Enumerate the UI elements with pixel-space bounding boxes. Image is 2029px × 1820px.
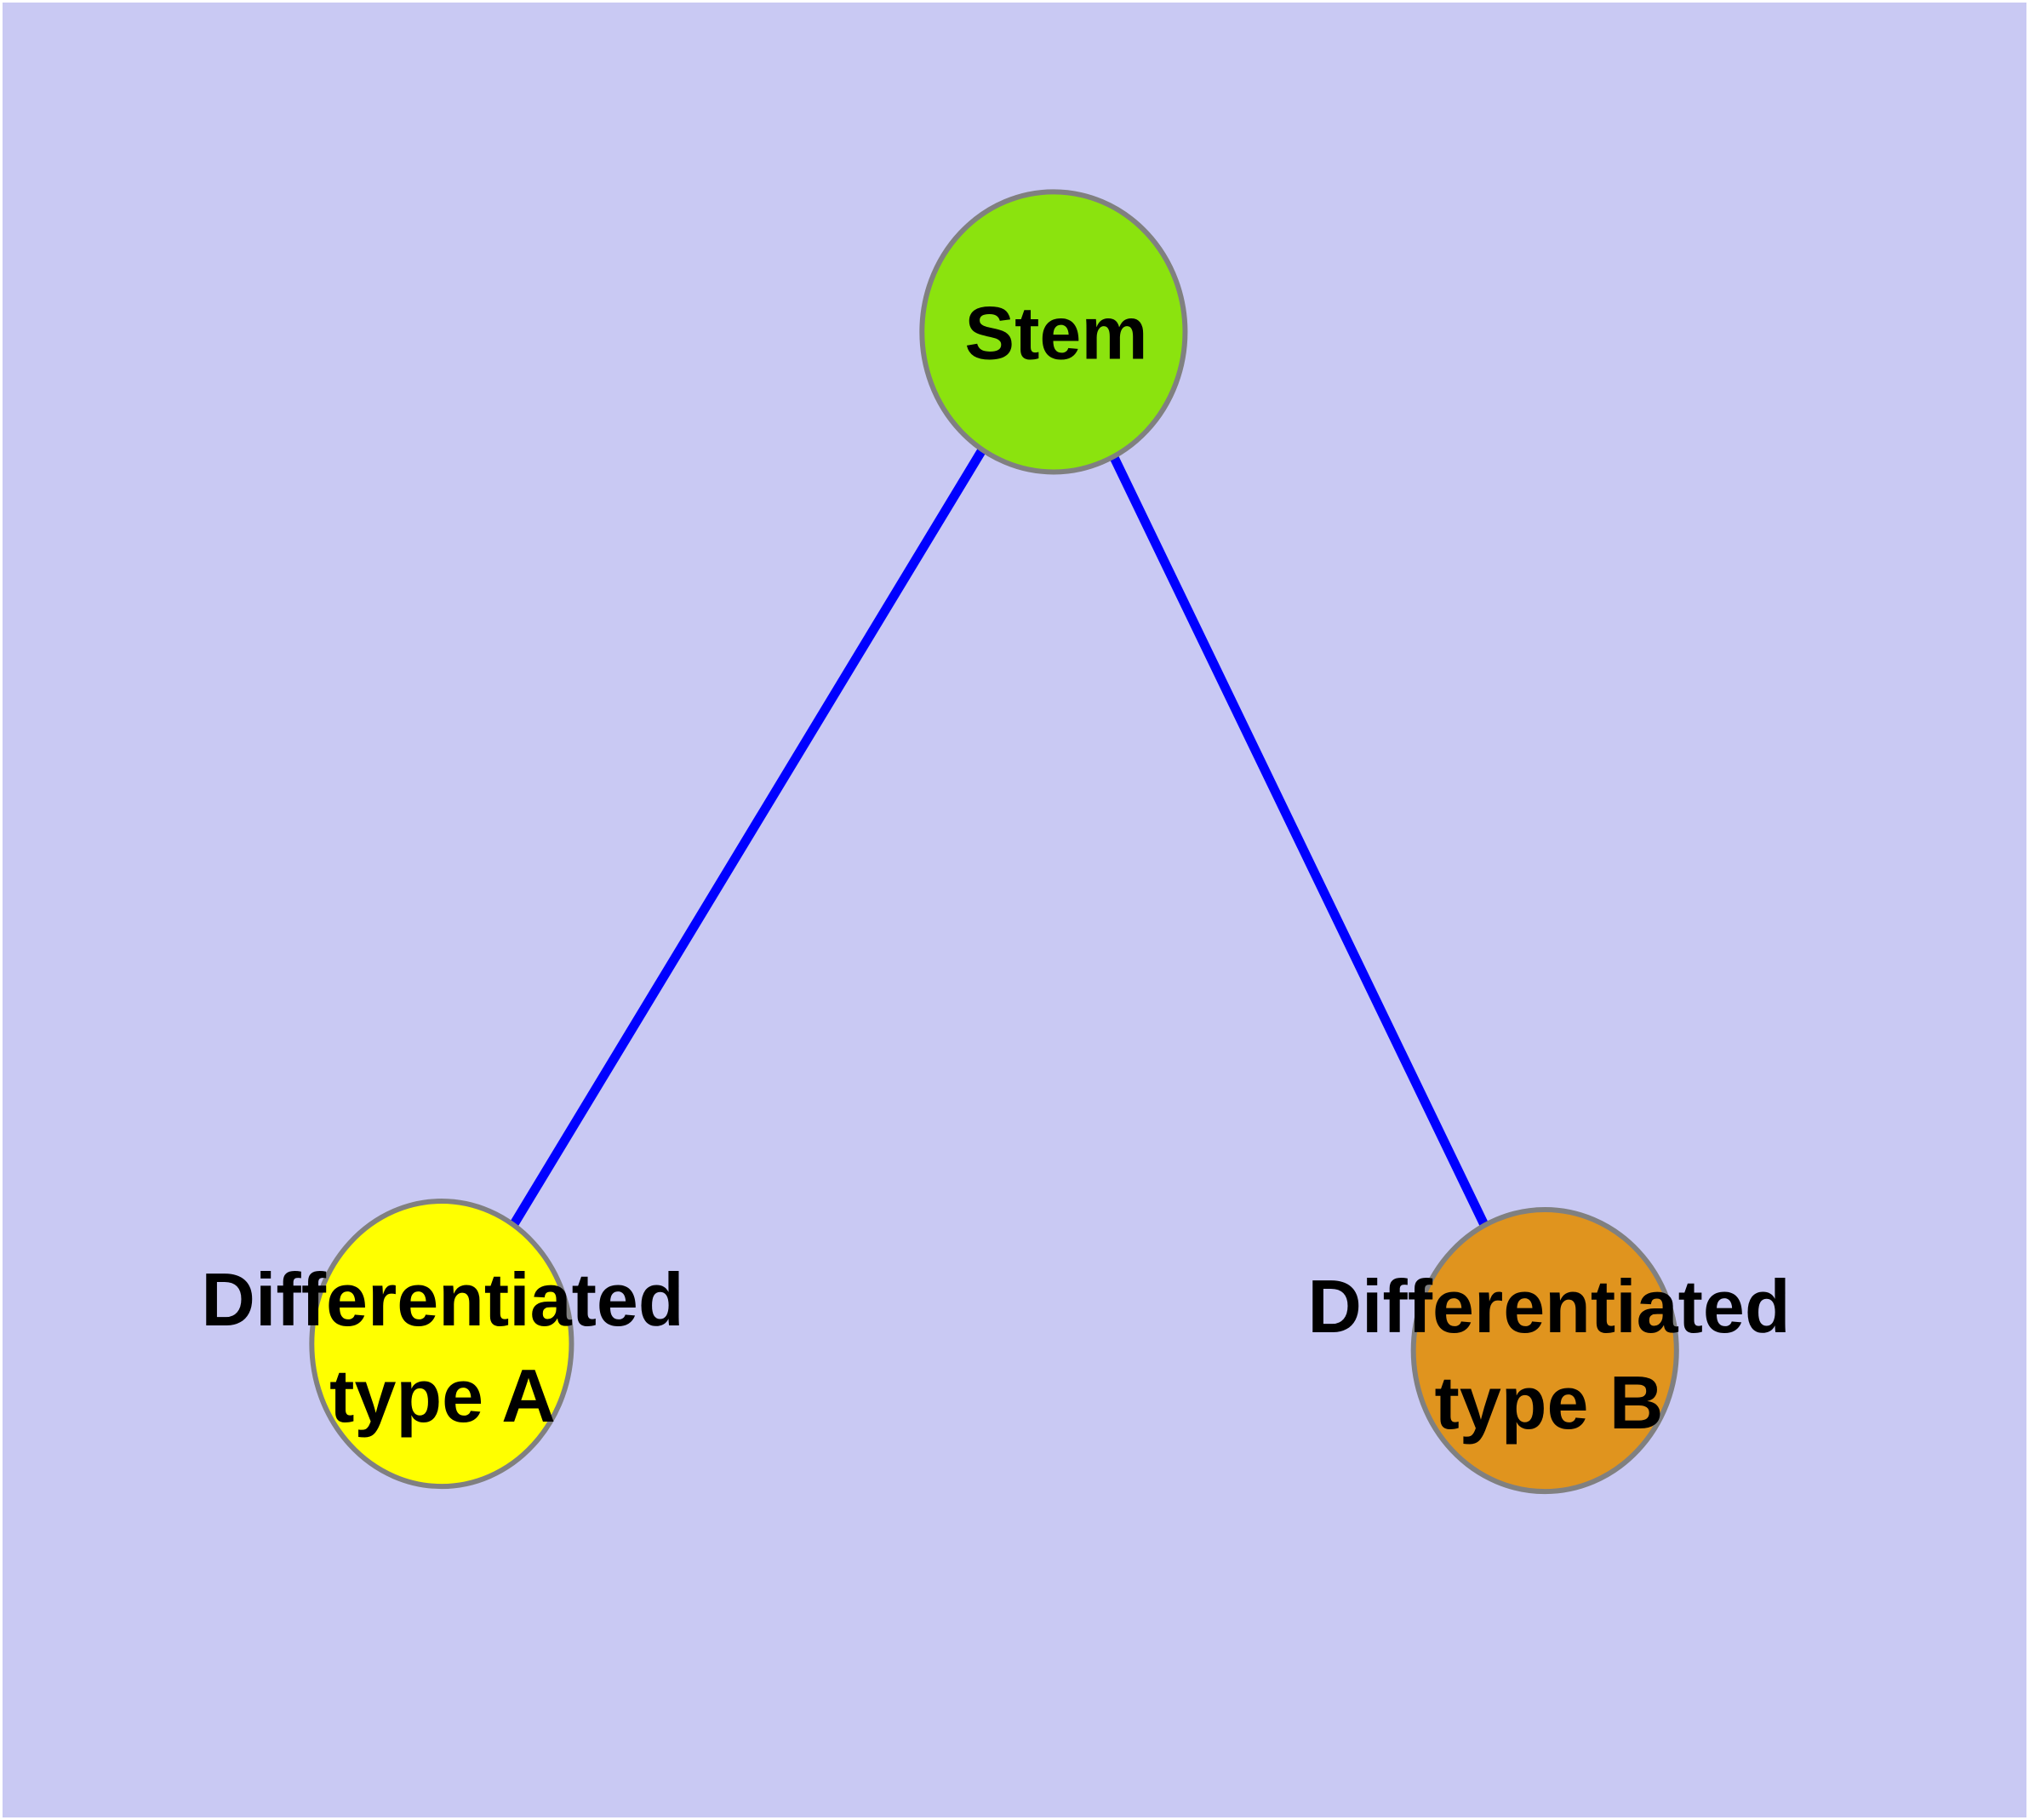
diagram-canvas	[309, 189, 1679, 1495]
edge-stem-typeB	[1049, 329, 1550, 1353]
node-typeB	[1410, 1207, 1679, 1495]
edge-stem-typeA	[437, 329, 1058, 1347]
node-stem	[919, 189, 1188, 475]
node-typeA	[309, 1199, 574, 1490]
